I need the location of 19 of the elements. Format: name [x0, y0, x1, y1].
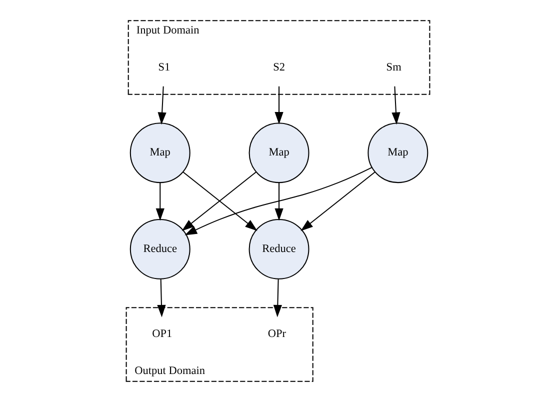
node-circle: Reduce	[248, 218, 310, 280]
arrow	[273, 279, 282, 318]
node-text: OPr	[268, 328, 286, 340]
node-text: S2	[273, 62, 285, 74]
node-text: S1	[158, 62, 170, 74]
node-circle: Reduce	[130, 218, 190, 280]
node-text: OP1	[152, 328, 172, 340]
node-circle: Map	[130, 122, 190, 184]
arrow	[184, 166, 372, 236]
arrow	[156, 182, 164, 221]
arrow	[158, 86, 166, 125]
arrow	[300, 172, 376, 231]
node-circle: Map	[248, 122, 310, 184]
arrow	[274, 86, 284, 124]
node-text: Sm	[386, 62, 402, 74]
arrow	[274, 182, 284, 221]
arrow	[157, 279, 166, 318]
node-circle: Map	[368, 122, 428, 184]
arrow	[392, 86, 400, 125]
